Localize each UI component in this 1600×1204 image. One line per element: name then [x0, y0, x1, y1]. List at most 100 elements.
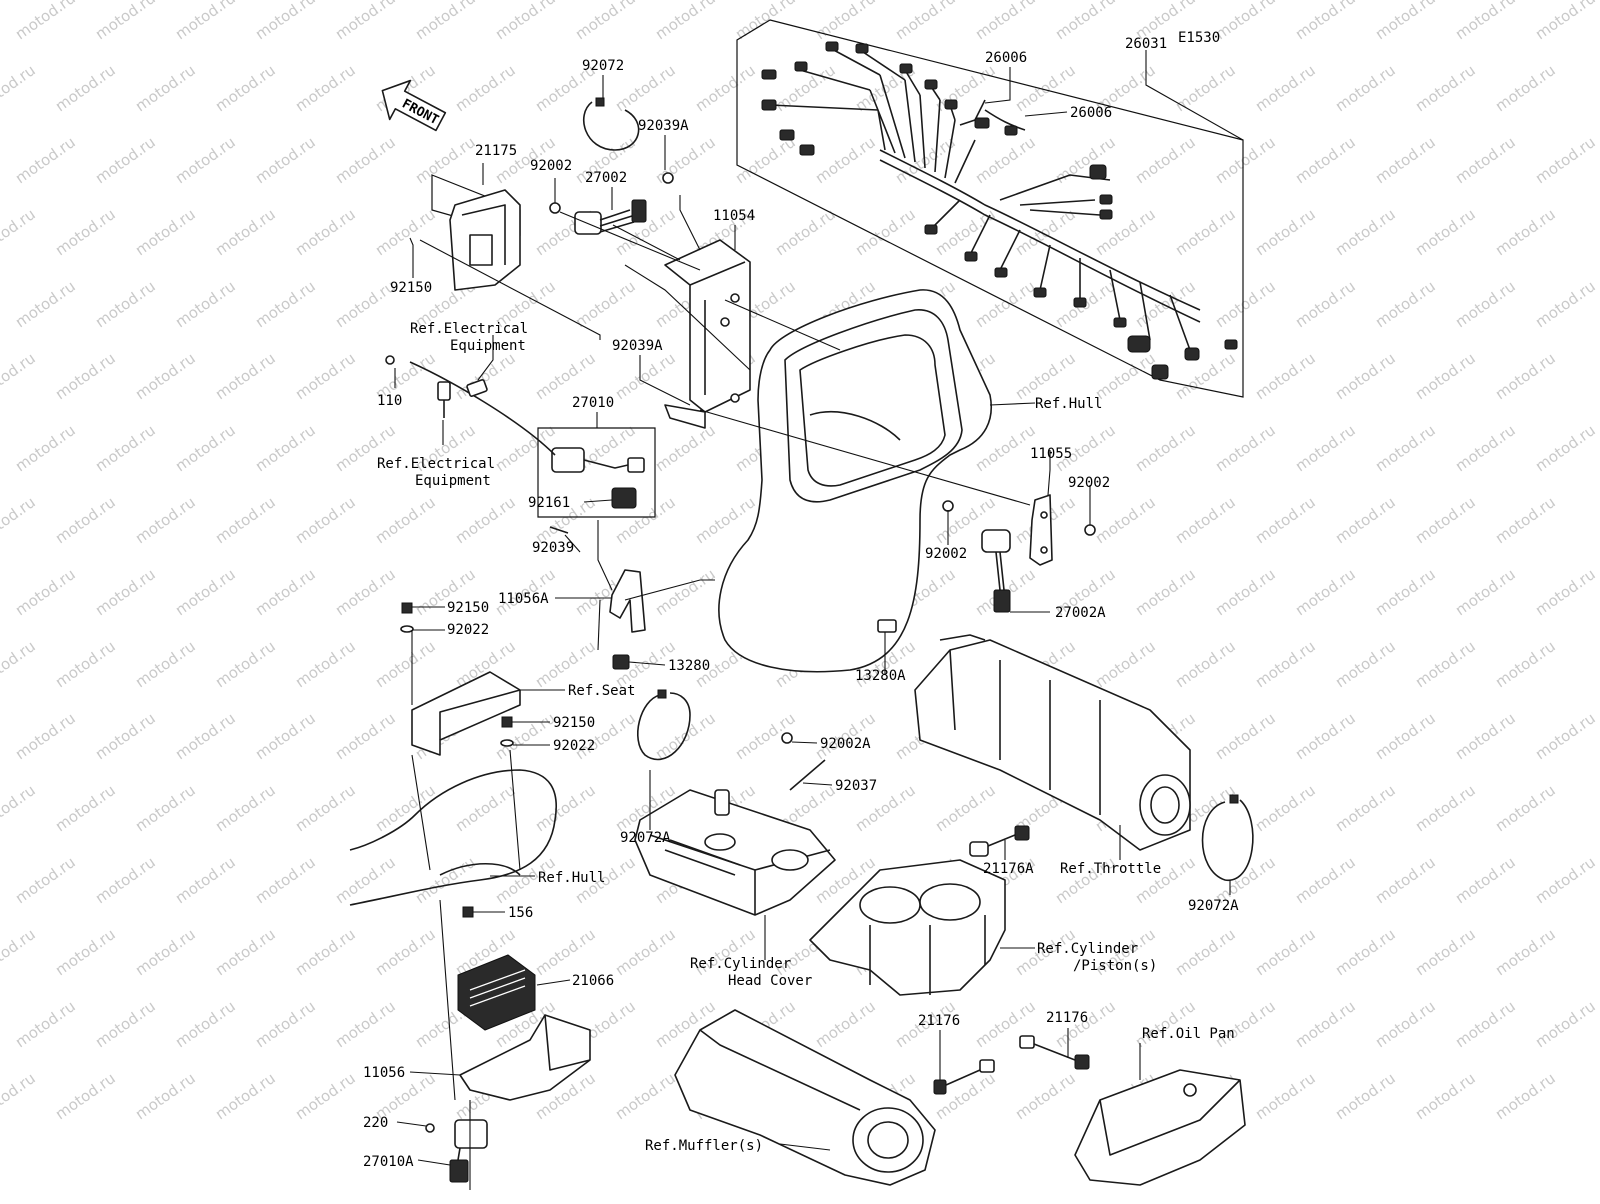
- oil-pan: [1074, 1069, 1246, 1186]
- watermark-text: motod.ru: [372, 493, 439, 547]
- watermark-text: motod.ru: [92, 0, 159, 43]
- watermark-text: motod.ru: [0, 637, 39, 691]
- watermark-text: motod.ru: [0, 781, 39, 835]
- watermark-text: motod.ru: [92, 133, 159, 187]
- watermark-text: motod.ru: [1532, 709, 1599, 763]
- part-27010A: [449, 1119, 488, 1183]
- watermark-text: motod.ru: [1052, 0, 1119, 43]
- watermark-text: motod.ru: [172, 133, 239, 187]
- watermark-text: motod.ru: [412, 133, 479, 187]
- watermark-text: motod.ru: [212, 1069, 279, 1123]
- watermark-text: motod.ru: [1012, 61, 1079, 115]
- watermark-text: motod.ru: [92, 709, 159, 763]
- watermark-text: motod.ru: [1092, 637, 1159, 691]
- watermark-text: motod.ru: [1412, 925, 1479, 979]
- watermark-text: motod.ru: [1332, 61, 1399, 115]
- watermark-text: motod.ru: [1412, 1069, 1479, 1123]
- label-ref-cylinder-piston-line2: /Piston(s): [1073, 958, 1157, 974]
- label-ref-throttle: Ref.Throttle: [1060, 861, 1161, 877]
- watermark-text: motod.ru: [1332, 1069, 1399, 1123]
- label-92072: 92072: [582, 58, 624, 74]
- watermark-text: motod.ru: [572, 277, 639, 331]
- watermark-text: motod.ru: [1372, 0, 1439, 43]
- watermark-text: motod.ru: [332, 709, 399, 763]
- watermark-text: motod.ru: [1252, 1069, 1319, 1123]
- watermark-text: motod.ru: [1252, 493, 1319, 547]
- watermark-text: motod.ru: [132, 349, 199, 403]
- watermark-text: motod.ru: [452, 781, 519, 835]
- label-92002-top: 92002: [530, 158, 572, 174]
- watermark-text: motod.ru: [292, 61, 359, 115]
- bolt-220: [425, 1123, 435, 1133]
- watermark-text: motod.ru: [172, 0, 239, 43]
- clamp-92072A-right: [1201, 799, 1254, 881]
- label-26006-a: 26006: [985, 50, 1027, 66]
- watermark-text: motod.ru: [1012, 1069, 1079, 1123]
- watermark-text: motod.ru: [1172, 349, 1239, 403]
- bolts-left: [400, 602, 514, 918]
- cylinder-block: [809, 859, 1006, 996]
- watermark-text: motod.ru: [932, 205, 999, 259]
- watermark-text: motod.ru: [492, 0, 559, 43]
- harness-connectors: [761, 41, 1238, 380]
- bolt-92002-right1: [1084, 524, 1096, 536]
- watermark-text: motod.ru: [292, 493, 359, 547]
- watermark-text: motod.ru: [1452, 0, 1519, 43]
- watermark-text: motod.ru: [572, 0, 639, 43]
- label-26006-b: 26006: [1070, 105, 1112, 121]
- watermark-text: motod.ru: [1492, 925, 1559, 979]
- label-92161: 92161: [528, 495, 570, 511]
- watermark-text: motod.ru: [372, 781, 439, 835]
- watermark-text: motod.ru: [292, 205, 359, 259]
- watermark-text: motod.ru: [1412, 61, 1479, 115]
- watermark-text: motod.ru: [252, 853, 319, 907]
- watermark-text: motod.ru: [972, 0, 1039, 43]
- watermark-text: motod.ru: [1452, 853, 1519, 907]
- watermark-text: motod.ru: [52, 1069, 119, 1123]
- clamp-92072: [583, 101, 640, 151]
- watermark-text: motod.ru: [812, 0, 879, 43]
- watermark-text: motod.ru: [1332, 925, 1399, 979]
- watermark-text: motod.ru: [332, 565, 399, 619]
- watermark-text: motod.ru: [612, 925, 679, 979]
- leader-lines: [394, 50, 1244, 1190]
- watermark-text: motod.ru: [932, 781, 999, 835]
- watermark-text: motod.ru: [212, 349, 279, 403]
- watermark-text: motod.ru: [252, 0, 319, 43]
- watermark-text: motod.ru: [0, 61, 39, 115]
- label-ref-hull-top: Ref.Hull: [1035, 396, 1102, 412]
- watermark-text: motod.ru: [1492, 349, 1559, 403]
- watermark-text: motod.ru: [292, 781, 359, 835]
- watermark-text: motod.ru: [132, 637, 199, 691]
- watermark-text: motod.ru: [1292, 853, 1359, 907]
- watermark-text: motod.ru: [1372, 709, 1439, 763]
- watermark-text: motod.ru: [1212, 997, 1279, 1051]
- watermark-text: motod.ru: [132, 493, 199, 547]
- watermark-text: motod.ru: [132, 61, 199, 115]
- watermark-text: motod.ru: [332, 853, 399, 907]
- watermark-text: motod.ru: [1532, 565, 1599, 619]
- watermark-text: motod.ru: [1332, 493, 1399, 547]
- label-21066: 21066: [572, 973, 614, 989]
- watermark-text: motod.ru: [1452, 133, 1519, 187]
- label-ref-cylinder-piston-line1: Ref.Cylinder: [1037, 941, 1138, 957]
- watermark-text: motod.ru: [12, 853, 79, 907]
- watermark-text: motod.ru: [1332, 349, 1399, 403]
- watermark-text: motod.ru: [532, 925, 599, 979]
- watermark-text: motod.ru: [652, 565, 719, 619]
- watermark-text: motod.ru: [1532, 997, 1599, 1051]
- label-92037: 92037: [835, 778, 877, 794]
- watermark-text: motod.ru: [1092, 493, 1159, 547]
- part-21176A: [969, 825, 1030, 857]
- label-27002A: 27002A: [1055, 605, 1106, 621]
- label-ref-electrical-1-line1: Ref.Electrical: [410, 321, 528, 337]
- watermark-text: motod.ru: [692, 61, 759, 115]
- watermark-text: motod.ru: [1452, 421, 1519, 475]
- watermark-text: motod.ru: [652, 133, 719, 187]
- watermark-text: motod.ru: [812, 997, 879, 1051]
- watermark-text: motod.ru: [1372, 133, 1439, 187]
- watermark-text: motod.ru: [12, 0, 79, 43]
- watermark-text: motod.ru: [1492, 61, 1559, 115]
- watermark-text: motod.ru: [172, 421, 239, 475]
- label-92039A-top: 92039A: [638, 118, 689, 134]
